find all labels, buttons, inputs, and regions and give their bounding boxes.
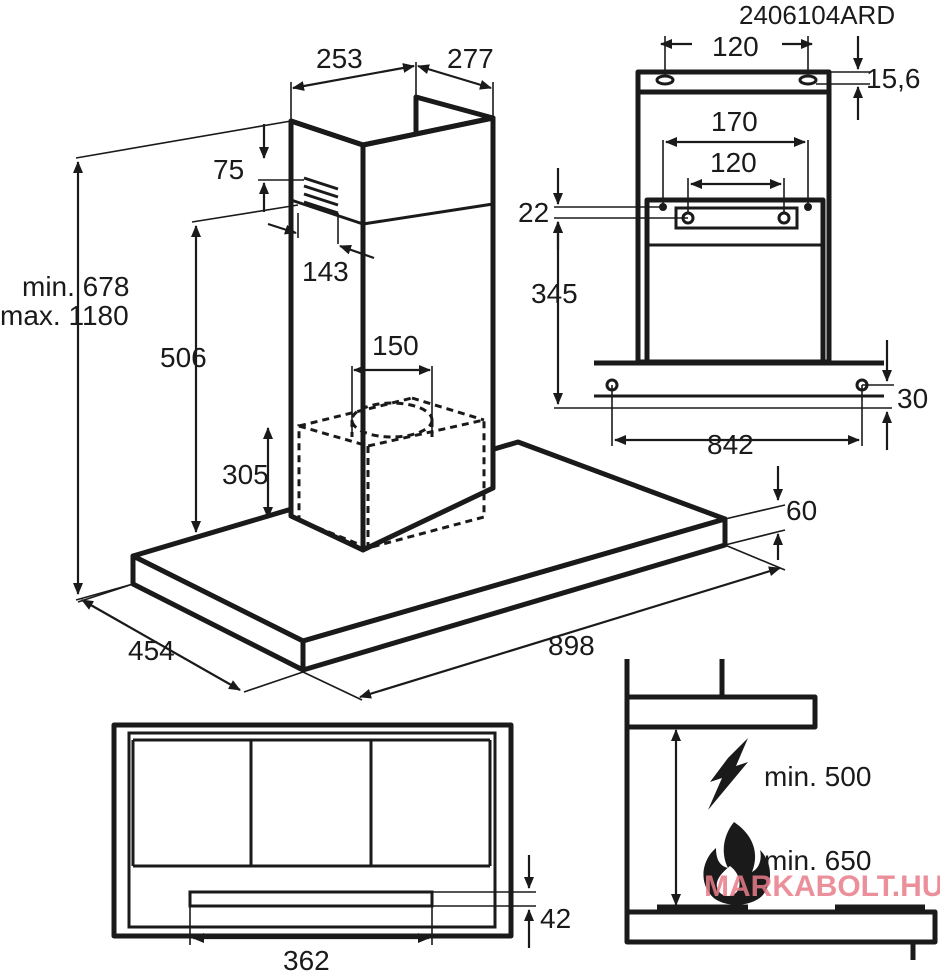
- vent-offset-label: 75: [213, 154, 244, 185]
- outlet-diameter-label: 150: [372, 330, 419, 361]
- chimney-depth-label: 277: [447, 43, 494, 74]
- gas-clearance-label: min. 650: [764, 845, 871, 876]
- flame-icon: [703, 822, 771, 905]
- filter-width-label: 362: [283, 945, 330, 976]
- hood-isometric-view: 253 277 75 143 min. 678 max. 1180 506 15…: [0, 43, 817, 701]
- lightning-icon: [708, 738, 748, 810]
- width-label: 898: [548, 630, 595, 661]
- vent-depth-label: 143: [302, 256, 349, 287]
- electric-clearance-label: min. 500: [764, 761, 871, 792]
- canopy-hole-offset-label: 30: [897, 383, 928, 414]
- hood-bottom-view: 42 362: [111, 722, 571, 976]
- depth-label: 454: [128, 635, 175, 666]
- canopy-hole-spacing-label: 842: [707, 429, 754, 460]
- watermark: MARKABOLT.HU: [704, 870, 940, 903]
- chimney-width-label: 253: [316, 43, 363, 74]
- clearance-side-view: min. 500 min. 650: [624, 659, 938, 960]
- bracket-width-label: 170: [711, 106, 758, 137]
- height-min-label: min. 678: [22, 271, 129, 302]
- top-hole-spacing-label: 120: [712, 31, 759, 62]
- motor-height-label: 305: [222, 459, 269, 490]
- top-mount-hole-right: [798, 74, 818, 86]
- bracket-hole-spacing-label: 120: [710, 147, 757, 178]
- top-mount-hole-left: [655, 74, 675, 86]
- canopy-height-label: 60: [786, 495, 817, 526]
- filter-height-label: 42: [540, 903, 571, 934]
- filter-panel: [188, 890, 434, 908]
- chimney-height-label: 506: [160, 342, 207, 373]
- vent-slits: [303, 176, 339, 215]
- bracket-front-view: 120 15,6 170 120 22: [518, 31, 928, 460]
- model-code: 2406104ARD: [739, 0, 895, 30]
- bracket-offset-label: 22: [518, 197, 549, 228]
- bracket-height-label: 345: [531, 278, 578, 309]
- top-hole-offset-label: 15,6: [866, 63, 921, 94]
- height-max-label: max. 1180: [0, 300, 129, 331]
